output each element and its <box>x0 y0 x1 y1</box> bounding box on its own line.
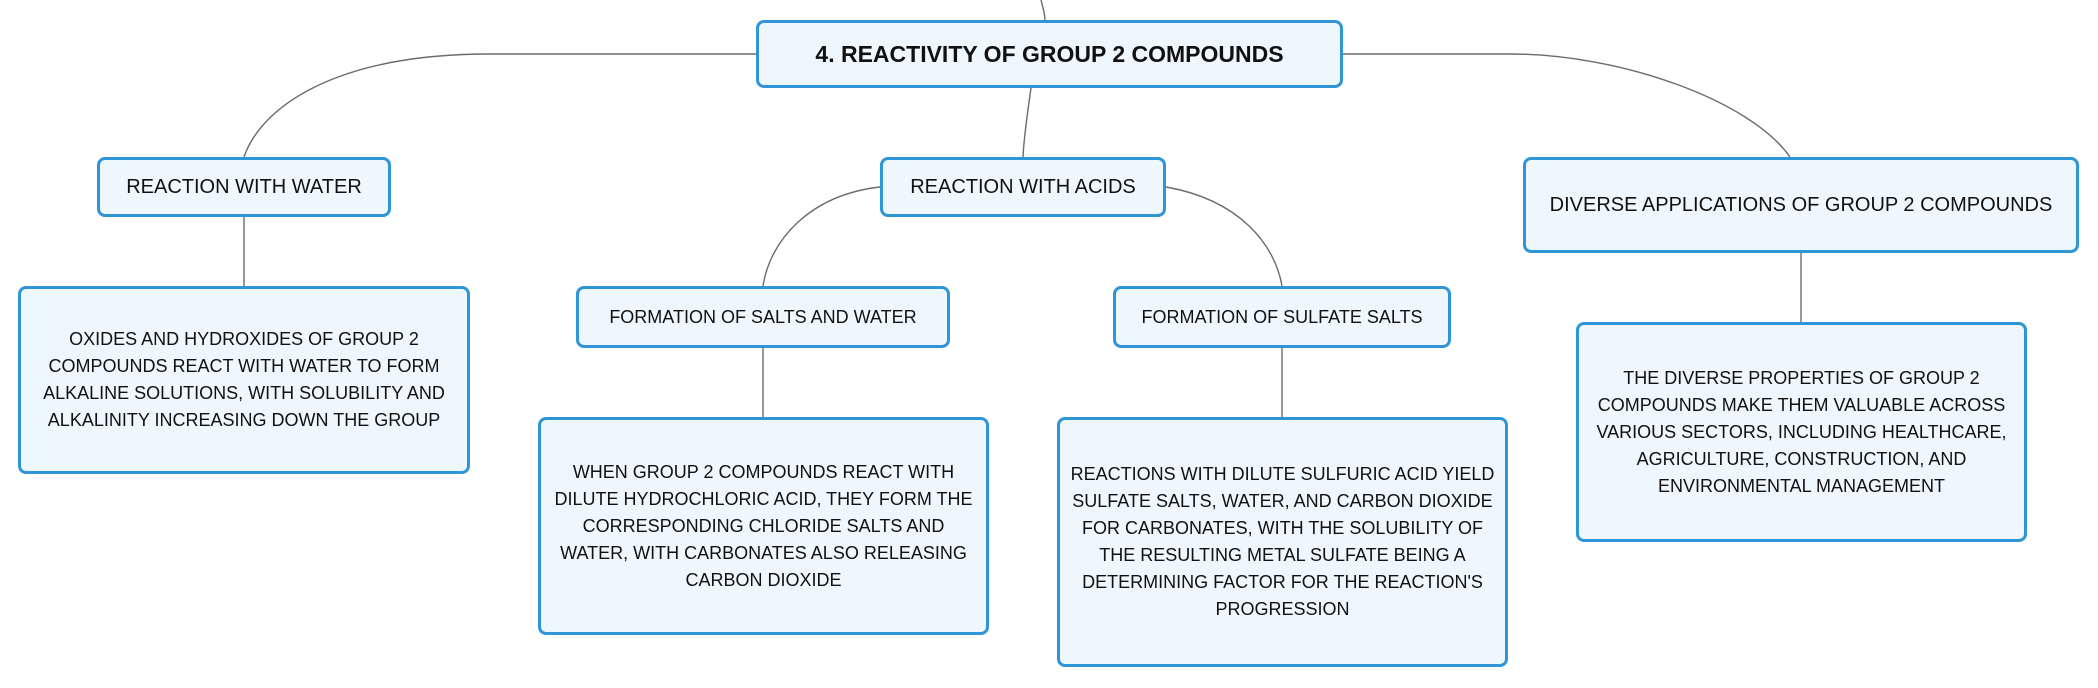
detail-formation-of-sulfate-salts[interactable]: REACTIONS WITH DILUTE SULFURIC ACID YIEL… <box>1057 417 1508 667</box>
connector-root-to-acids <box>1022 87 1032 158</box>
connector-root-to-water <box>243 53 756 158</box>
root-topic[interactable]: 4. REACTIVITY OF GROUP 2 COMPOUNDS <box>756 20 1343 88</box>
topic-reaction-with-acids[interactable]: REACTION WITH ACIDS <box>880 157 1166 217</box>
connector-acids-to-sulfate <box>1165 186 1283 287</box>
detail-diverse-applications[interactable]: THE DIVERSE PROPERTIES OF GROUP 2 COMPOU… <box>1576 322 2027 542</box>
subtopic-formation-of-sulfate-salts[interactable]: FORMATION OF SULFATE SALTS <box>1113 286 1451 348</box>
detail-text: WHEN GROUP 2 COMPOUNDS REACT WITH DILUTE… <box>554 461 973 590</box>
connector-to-parent <box>1040 0 1046 21</box>
detail-reaction-with-water[interactable]: OXIDES AND HYDROXIDES OF GROUP 2 COMPOUN… <box>18 286 470 474</box>
detail-text: THE DIVERSE PROPERTIES OF GROUP 2 COMPOU… <box>1596 367 2007 496</box>
detail-text: REACTIONS WITH DILUTE SULFURIC ACID YIEL… <box>1070 464 1495 619</box>
detail-text: OXIDES AND HYDROXIDES OF GROUP 2 COMPOUN… <box>43 329 445 430</box>
subtopic-label: FORMATION OF SALTS AND WATER <box>609 306 917 327</box>
subtopic-formation-of-salts-and-water[interactable]: FORMATION OF SALTS AND WATER <box>576 286 950 348</box>
topic-reaction-with-water[interactable]: REACTION WITH WATER <box>97 157 391 217</box>
topic-label: REACTION WITH ACIDS <box>910 175 1136 198</box>
topic-label: DIVERSE APPLICATIONS OF GROUP 2 COMPOUND… <box>1549 193 2053 216</box>
topic-diverse-applications[interactable]: DIVERSE APPLICATIONS OF GROUP 2 COMPOUND… <box>1523 157 2079 253</box>
topic-label: REACTION WITH WATER <box>126 175 362 198</box>
detail-formation-of-salts-and-water[interactable]: WHEN GROUP 2 COMPOUNDS REACT WITH DILUTE… <box>538 417 989 635</box>
connector-root-to-applications <box>1343 53 1791 158</box>
root-topic-title: 4. REACTIVITY OF GROUP 2 COMPOUNDS <box>815 40 1284 67</box>
subtopic-label: FORMATION OF SULFATE SALTS <box>1141 306 1423 327</box>
connector-acids-to-salts-water <box>762 186 881 287</box>
